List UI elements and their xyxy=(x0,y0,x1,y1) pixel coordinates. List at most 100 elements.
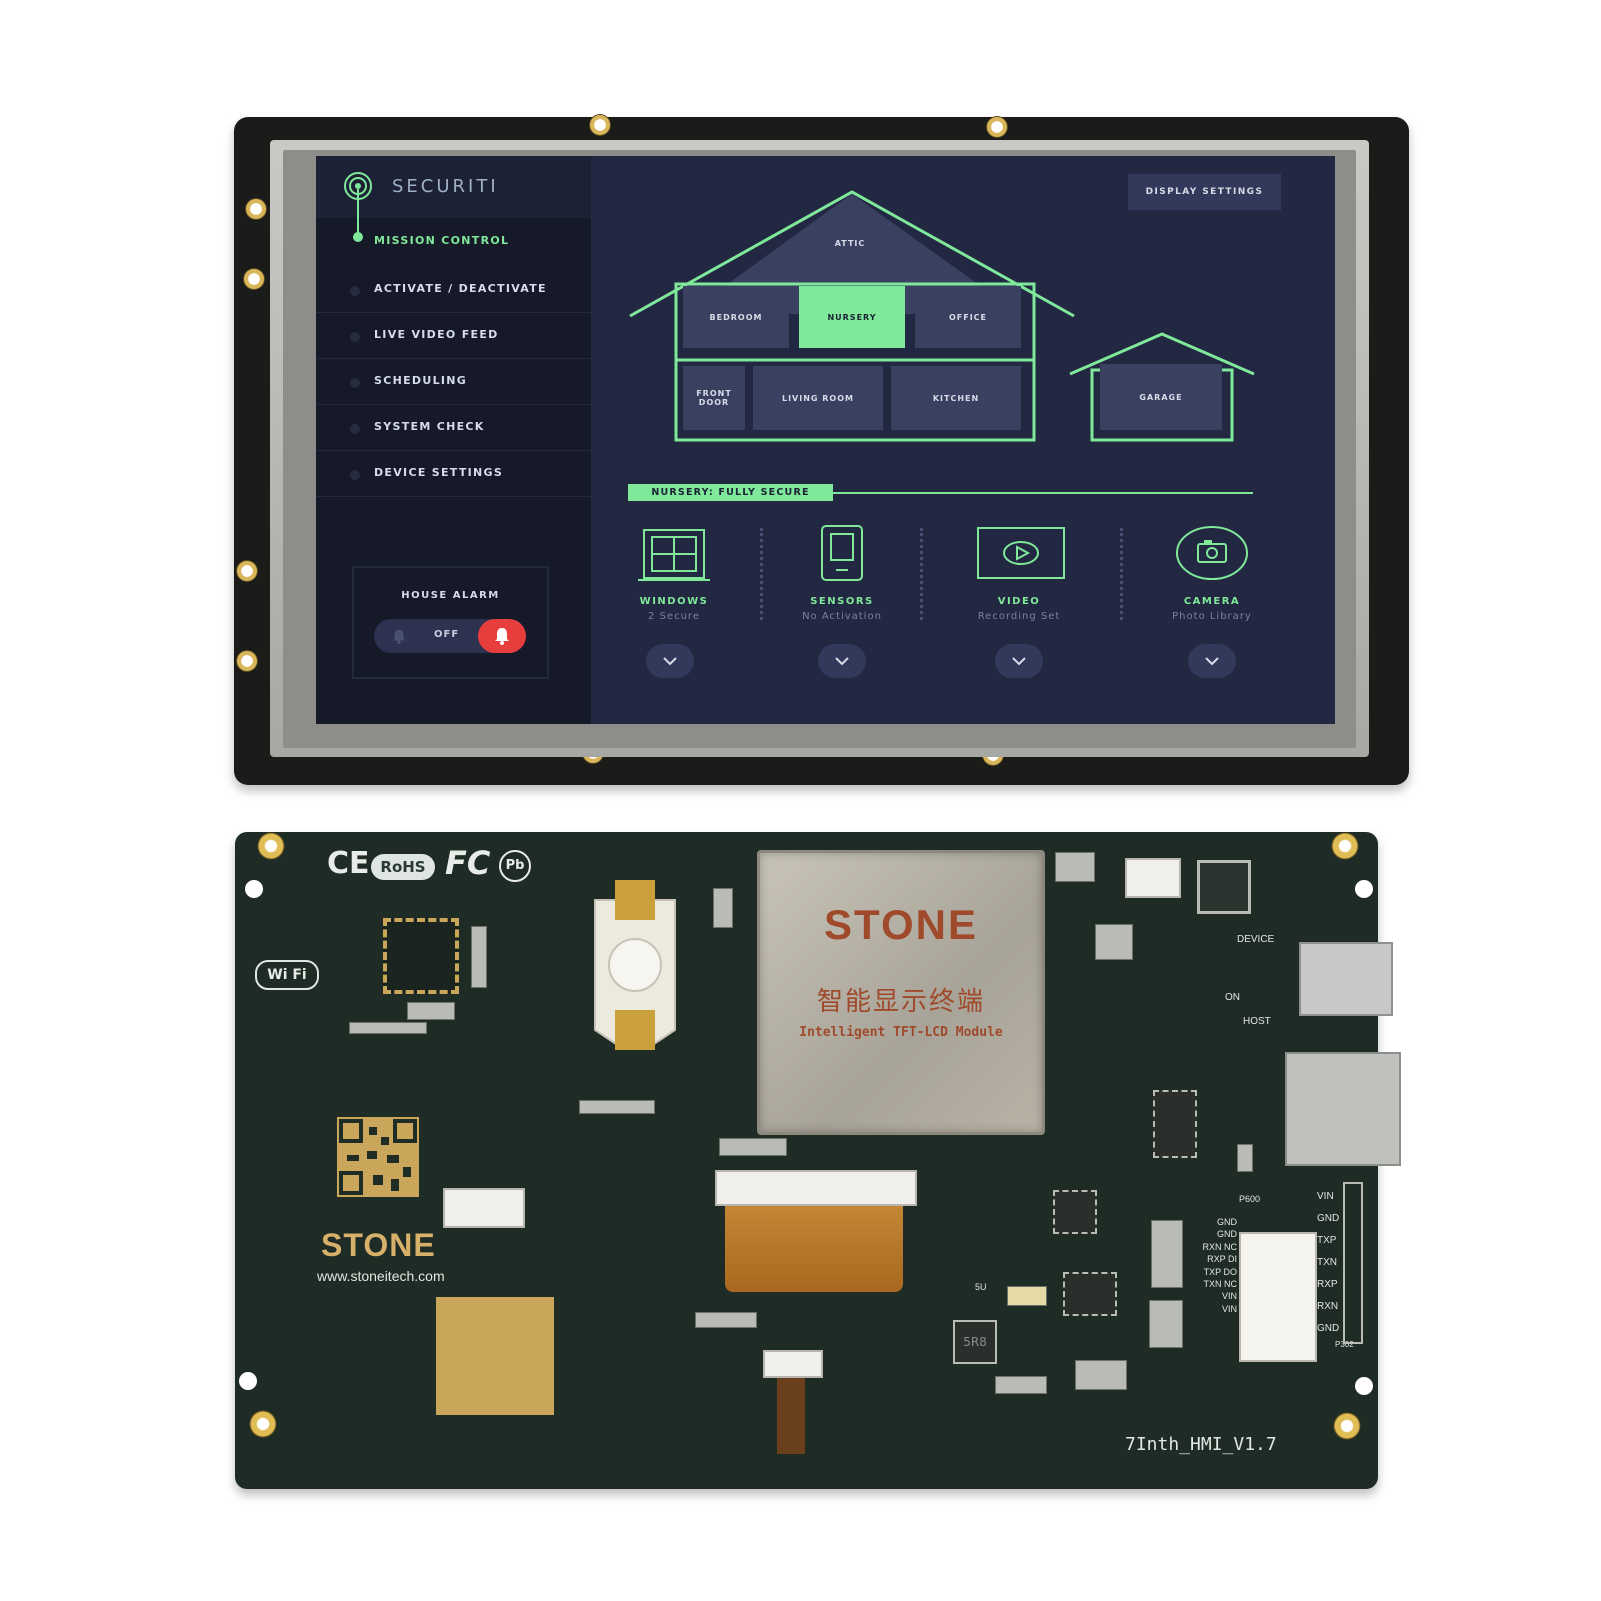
room-attic[interactable]: ATTIC xyxy=(834,238,866,248)
display-settings-button[interactable]: DISPLAY SETTINGS xyxy=(1128,174,1281,210)
pin-label: GND xyxy=(1217,1217,1237,1227)
smd-resistor-array xyxy=(471,926,487,988)
pin-label: TXP DO xyxy=(1203,1266,1237,1277)
mounting-hole xyxy=(1333,1412,1361,1440)
room-front-door[interactable]: FRONT DOOR xyxy=(683,366,745,430)
p302-label: P302 xyxy=(1335,1340,1354,1349)
menu-label: DEVICE SETTINGS xyxy=(374,466,504,479)
smd-capacitors xyxy=(1151,1220,1183,1288)
pin-labels-right: VIN GND TXP TXN RXP RXN GND xyxy=(1317,1186,1343,1346)
mounting-hole xyxy=(236,560,258,582)
bell-icon xyxy=(392,629,406,645)
menu-label: ACTIVATE / DEACTIVATE xyxy=(374,282,547,295)
tile-sensors-sub: No Activation xyxy=(802,611,882,622)
brand-row: SECURITI xyxy=(316,156,591,242)
qr-code xyxy=(337,1117,419,1197)
pin-label: VIN xyxy=(1221,1291,1237,1302)
menu-label: SYSTEM CHECK xyxy=(374,420,485,433)
mounting-hole xyxy=(257,832,285,860)
via-hole xyxy=(1355,1377,1373,1395)
window-icon[interactable] xyxy=(638,528,710,584)
chip-chinese-label: 智能显示终端 xyxy=(816,987,985,1017)
tile-windows-expand[interactable] xyxy=(646,644,694,678)
chip-brand: STONE xyxy=(824,901,978,948)
fcc-mark: FC xyxy=(445,844,491,882)
tile-camera-sub: Photo Library xyxy=(1172,611,1252,622)
room-kitchen[interactable]: KITCHEN xyxy=(891,366,1021,430)
lcd-ribbon-cable xyxy=(725,1192,903,1292)
qr-pattern xyxy=(337,1117,419,1197)
pin-label: TXP xyxy=(1317,1235,1337,1246)
bell-icon xyxy=(495,628,509,645)
mcu-chip xyxy=(383,918,459,994)
alarm-toggle[interactable]: OFF xyxy=(374,619,526,653)
menu-dot xyxy=(350,332,360,342)
room-living-room[interactable]: LIVING ROOM xyxy=(753,366,883,430)
mounting-hole xyxy=(1331,832,1359,860)
mounting-hole xyxy=(243,268,265,290)
smd-resistor-array xyxy=(695,1312,757,1328)
pin-header xyxy=(1343,1182,1363,1344)
menu-item-scheduling[interactable]: SCHEDULING xyxy=(316,358,591,405)
smd-resistor-array xyxy=(1055,852,1095,882)
house-alarm-panel: HOUSE ALARM OFF xyxy=(352,566,549,679)
pin-label: TXN xyxy=(1317,1257,1337,1268)
lcd-connector xyxy=(715,1170,917,1206)
via-hole xyxy=(239,1372,257,1390)
menu-label: LIVE VIDEO FEED xyxy=(374,328,499,341)
menu-dot xyxy=(350,424,360,434)
room-garage[interactable]: GARAGE xyxy=(1100,364,1222,430)
menu-item-mission-control[interactable]: MISSION CONTROL xyxy=(316,218,591,266)
pb-free-mark: Pb xyxy=(499,850,531,882)
menu-item-activate[interactable]: ACTIVATE / DEACTIVATE xyxy=(316,266,591,313)
touch-connector xyxy=(763,1350,823,1378)
antenna-icon xyxy=(344,172,372,242)
menu-item-system-check[interactable]: SYSTEM CHECK xyxy=(316,404,591,451)
tile-divider xyxy=(1120,528,1123,620)
smd-capacitor xyxy=(1237,1144,1253,1172)
smd-capacitors xyxy=(1149,1300,1183,1348)
chevron-down-icon xyxy=(835,657,849,666)
touch-screen: SECURITI MISSION CONTROL ACTIVATE / DEAC… xyxy=(316,156,1335,724)
room-office[interactable]: OFFICE xyxy=(915,286,1021,348)
tile-video-expand[interactable] xyxy=(995,644,1043,678)
sensor-icon[interactable] xyxy=(818,524,866,582)
smd-resistor-array xyxy=(407,1002,455,1020)
usb-port[interactable] xyxy=(1299,942,1393,1016)
smd-resistor-array xyxy=(579,1100,655,1114)
mounting-hole xyxy=(245,198,267,220)
room-nursery[interactable]: NURSERY xyxy=(799,286,905,348)
tile-sensors-expand[interactable] xyxy=(818,644,866,678)
smd-resistor-array xyxy=(719,1138,787,1156)
room-bedroom[interactable]: BEDROOM xyxy=(683,286,789,348)
smd-diode xyxy=(1075,1360,1127,1390)
tile-camera-expand[interactable] xyxy=(1188,644,1236,678)
pin-label: GND xyxy=(1317,1213,1340,1224)
pin-label: RXP DI xyxy=(1207,1254,1237,1265)
pin-label: VIN xyxy=(1221,1303,1237,1314)
tile-sensors-title: SENSORS xyxy=(810,596,874,607)
ce-mark: CE xyxy=(327,846,370,881)
sidebar: SECURITI MISSION CONTROL ACTIVATE / DEAC… xyxy=(316,156,591,724)
smd-resistor-array xyxy=(1095,924,1133,960)
menu-item-device-settings[interactable]: DEVICE SETTINGS xyxy=(316,450,591,497)
stone-processor-module: STONE 智能显示终端 Intelligent TFT-LCD Module xyxy=(757,850,1045,1135)
alarm-title: HOUSE ALARM xyxy=(401,590,500,601)
mounting-hole xyxy=(249,1410,277,1438)
stone-logo: STONE xyxy=(321,1227,436,1263)
video-icon[interactable] xyxy=(976,526,1066,580)
chevron-down-icon xyxy=(663,657,677,666)
ethernet-port[interactable] xyxy=(1285,1052,1401,1166)
label-5u: 5U xyxy=(975,1282,987,1292)
rohs-badge: RoHS xyxy=(371,854,435,880)
coin-battery-holder xyxy=(594,880,676,1050)
jst-connector xyxy=(1125,858,1181,898)
status-divider xyxy=(833,492,1253,494)
camera-icon[interactable] xyxy=(1174,524,1250,582)
alarm-on-knob[interactable] xyxy=(478,619,526,653)
menu-dot xyxy=(350,470,360,480)
menu-item-live-video[interactable]: LIVE VIDEO FEED xyxy=(316,312,591,359)
tile-divider xyxy=(760,528,763,620)
on-label: ON xyxy=(1225,992,1240,1003)
smd-resistor-array xyxy=(995,1376,1047,1394)
